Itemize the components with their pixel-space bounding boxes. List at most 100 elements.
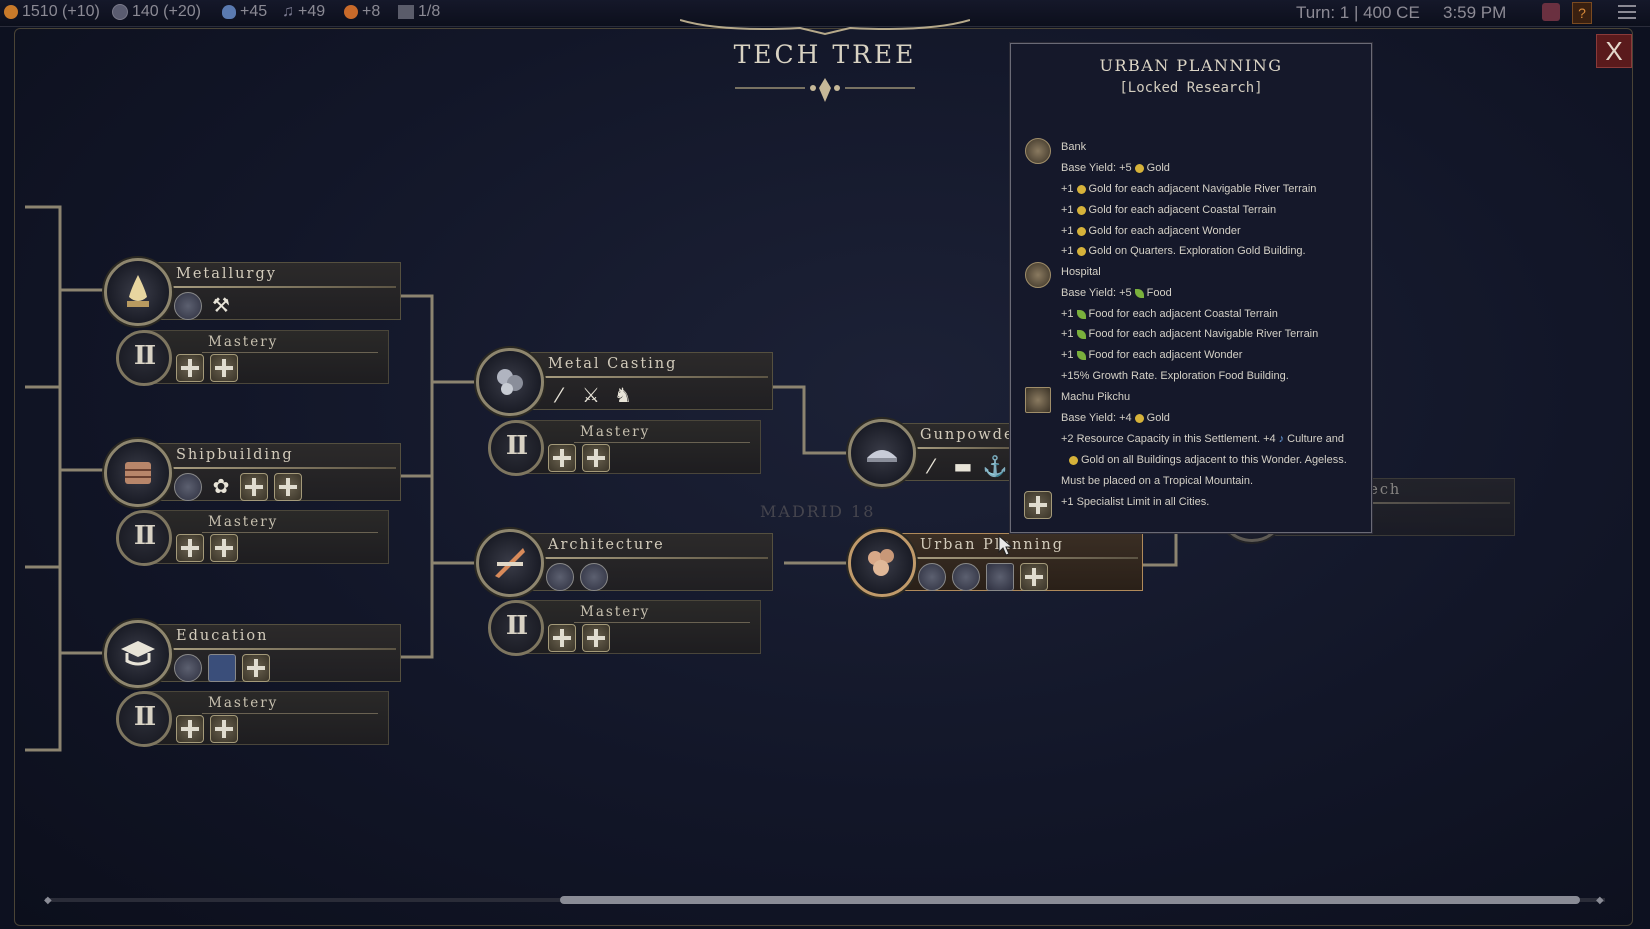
gold-icon <box>1076 184 1086 194</box>
mastery-architecture[interactable]: Mastery II <box>488 600 761 656</box>
unit-unlock-icon[interactable]: ⚒ <box>212 293 230 317</box>
plus-icon[interactable] <box>274 473 302 501</box>
bank-unlock-icon[interactable] <box>918 563 946 591</box>
happiness-icon <box>344 5 358 19</box>
mastery-icon: II <box>488 600 544 656</box>
help-button[interactable]: ? <box>1572 2 1592 24</box>
mastery-shipbuilding[interactable]: Mastery II <box>116 510 389 566</box>
urban-planning-icon <box>848 529 916 597</box>
wonder-unlock-icon[interactable] <box>986 563 1014 591</box>
population-resource[interactable]: +45 <box>222 3 267 21</box>
plus-icon[interactable] <box>210 715 238 743</box>
gold-icon <box>1076 246 1086 256</box>
science-icon <box>112 4 128 20</box>
population-icon <box>222 5 236 19</box>
player-avatar-icon[interactable] <box>1542 3 1560 21</box>
science-resource[interactable]: 140 (+20) <box>112 3 201 21</box>
tech-education[interactable]: Education <box>104 620 401 688</box>
plus-icon[interactable] <box>548 444 576 472</box>
plus-icon[interactable] <box>1020 563 1048 591</box>
plus-icon[interactable] <box>582 444 610 472</box>
gold-icon <box>1069 455 1078 465</box>
tech-name: Metallurgy <box>176 266 277 282</box>
metal-casting-icon <box>476 348 544 416</box>
resource-bar: 1510 (+10) 140 (+20) +45 ♫+49 +8 1/8 Tur… <box>0 0 1650 27</box>
tech-gunpowder[interactable]: Gunpowder ⁄ ▬ ⚓ <box>848 419 1021 487</box>
mastery-education[interactable]: Mastery II <box>116 691 389 747</box>
wonder-unlock-icon[interactable] <box>208 654 236 682</box>
plus-icon[interactable] <box>582 624 610 652</box>
culture-icon: ♪ <box>1278 433 1285 445</box>
city-icon <box>398 5 414 19</box>
tooltip-title: URBAN PLANNING <box>1099 56 1283 75</box>
gold-resource[interactable]: 1510 (+10) <box>4 3 100 21</box>
cursor-icon <box>998 535 1014 556</box>
tech-urban-planning[interactable]: Urban Planning <box>848 529 1143 597</box>
plus-icon[interactable] <box>176 534 204 562</box>
mastery-icon: II <box>116 330 172 386</box>
tech-tooltip: URBAN PLANNING [Locked Research] Bank Ba… <box>1010 43 1372 533</box>
close-button[interactable]: X <box>1596 34 1632 68</box>
plus-icon[interactable] <box>240 473 268 501</box>
plus-icon[interactable] <box>242 654 270 682</box>
menu-icon[interactable] <box>1618 5 1636 19</box>
tech-metallurgy[interactable]: Metallurgy ⚒ <box>104 258 401 326</box>
building-unlock-icon[interactable] <box>580 563 608 591</box>
metallurgy-icon <box>104 258 172 326</box>
plus-icon[interactable] <box>548 624 576 652</box>
hospital-unlock-icon[interactable] <box>952 563 980 591</box>
building-unlock-icon[interactable] <box>174 292 202 320</box>
hospital-icon <box>1025 262 1051 288</box>
food-icon <box>1076 309 1086 319</box>
plus-icon[interactable] <box>210 354 238 382</box>
building-unlock-icon[interactable] <box>174 473 202 501</box>
top-ornament <box>680 19 970 36</box>
crossed-weapons-icon[interactable]: ⚔ <box>582 383 600 407</box>
machu-picchu-icon <box>1025 387 1051 413</box>
ship-unit-icon[interactable]: ⚓ <box>982 454 1008 478</box>
architecture-icon <box>476 529 544 597</box>
sword-unit-icon[interactable]: ⁄ <box>557 383 561 407</box>
unit-unlock-icon[interactable]: ✿ <box>212 474 230 498</box>
specialist-plus-icon <box>1024 491 1052 519</box>
mastery-metallurgy[interactable]: Mastery II <box>116 330 389 386</box>
mastery-metal-casting[interactable]: Mastery II <box>488 420 761 476</box>
food-icon <box>1076 350 1086 360</box>
tech-metal-casting[interactable]: Metal Casting ⁄ ⚔ ♞ <box>476 348 773 416</box>
scroll-right-icon[interactable]: ◆ <box>1596 895 1604 906</box>
education-icon <box>104 620 172 688</box>
gold-icon <box>1134 163 1144 173</box>
mastery-icon: II <box>488 420 544 476</box>
turn-indicator: Turn: 1 | 400 CE <box>1296 3 1420 22</box>
gold-icon <box>1076 226 1086 236</box>
shipbuilding-icon <box>104 439 172 507</box>
page-title: TECH TREE <box>733 40 917 69</box>
tooltip-subtitle: [Locked Research] <box>1119 80 1263 96</box>
scrollbar-thumb[interactable] <box>560 896 1580 904</box>
gold-icon <box>4 5 18 19</box>
plus-icon[interactable] <box>176 354 204 382</box>
tech-architecture[interactable]: Architecture <box>476 529 773 597</box>
culture-resource[interactable]: ♫+49 <box>282 3 326 20</box>
scroll-left-icon[interactable]: ◆ <box>44 895 52 906</box>
music-note-icon: ♫ <box>282 3 294 20</box>
food-icon <box>1134 288 1144 298</box>
building-unlock-icon[interactable] <box>174 654 202 682</box>
tech-shipbuilding[interactable]: Shipbuilding ✿ <box>104 439 401 507</box>
musket-unit-icon[interactable]: ⁄ <box>929 454 933 478</box>
mastery-icon: II <box>116 691 172 747</box>
building-unlock-icon[interactable] <box>546 563 574 591</box>
settlements-resource[interactable]: 1/8 <box>398 3 440 21</box>
plus-icon[interactable] <box>176 715 204 743</box>
background-city-label: MADRID 18 <box>760 502 876 521</box>
plus-icon[interactable] <box>210 534 238 562</box>
happiness-resource[interactable]: +8 <box>344 3 380 21</box>
gunpowder-icon <box>848 419 916 487</box>
clock: 3:59 PM <box>1443 3 1507 22</box>
cannon-unit-icon[interactable]: ▬ <box>953 454 973 478</box>
cavalry-unit-icon[interactable]: ♞ <box>614 383 632 407</box>
gold-icon <box>1134 413 1144 423</box>
food-icon <box>1076 329 1086 339</box>
gold-icon <box>1076 205 1086 215</box>
